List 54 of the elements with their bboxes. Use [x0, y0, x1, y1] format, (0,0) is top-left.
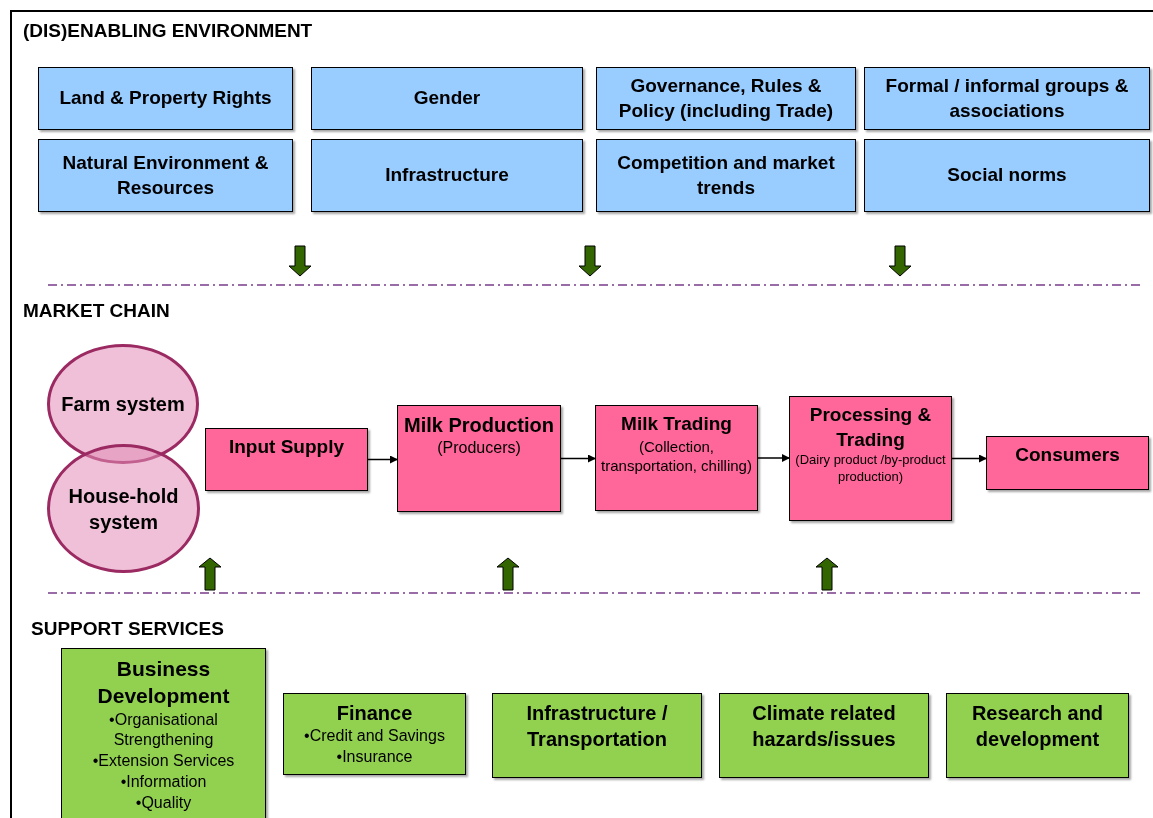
node-title: Finance — [336, 701, 413, 726]
node-text: •Organisational Strengthening — [108, 709, 219, 751]
node-title: House-hold system — [67, 483, 180, 535]
factor-box — [311, 67, 583, 130]
node-title: Governance, Rules & Policy (including Trade) — [617, 73, 835, 123]
node-text: •Information — [120, 772, 207, 792]
node-text: •Quality — [135, 792, 192, 813]
node-text: (Dairy product /by-product production) — [794, 452, 947, 487]
node-title: Farm system — [61, 392, 185, 417]
factor-box — [38, 139, 293, 212]
node-title: Business Development — [96, 656, 231, 710]
factor-box — [596, 67, 856, 130]
service-box — [946, 693, 1129, 778]
factor-box — [38, 67, 293, 130]
arrow — [951, 454, 987, 463]
node-title: Climate related hazards/issues — [751, 701, 897, 752]
factor-box — [311, 139, 583, 212]
node-title: Social norms — [947, 163, 1067, 188]
node-title: Natural Environment & Resources — [61, 150, 270, 200]
chain-box — [595, 405, 758, 511]
node-title: Infrastructure / Transportation — [525, 701, 669, 752]
chain-box — [397, 405, 561, 512]
node-title: Processing & Trading — [808, 403, 933, 452]
arrow — [560, 454, 596, 463]
node-title: Formal / informal groups & associations — [884, 73, 1130, 123]
node-text: •Extension Services — [92, 751, 235, 772]
service-box — [283, 693, 466, 775]
node-title: Gender — [413, 86, 481, 111]
section-heading: MARKET CHAIN — [23, 300, 170, 322]
arrow — [757, 454, 790, 462]
chain-box — [205, 428, 368, 491]
node-title: Consumers — [1015, 443, 1120, 467]
factor-box — [864, 139, 1150, 212]
node-title: Infrastructure — [385, 163, 509, 188]
chain-box — [986, 436, 1149, 490]
service-box — [492, 693, 702, 778]
node-title: Competition and market trends — [616, 150, 836, 200]
service-box — [61, 648, 266, 818]
node-title: Research and development — [970, 701, 1105, 752]
node-text: •Credit and Savings — [304, 726, 445, 746]
node-text: (Collection, transportation, chilling) — [600, 436, 753, 476]
chain-box — [789, 396, 952, 521]
factor-box — [596, 139, 856, 212]
node-title: Milk Production — [404, 413, 554, 438]
node-text: (Producers) — [437, 438, 521, 458]
arrow — [367, 455, 398, 464]
node-text: •Insurance — [336, 746, 413, 767]
node-title: Land & Property Rights — [59, 86, 272, 111]
node-title: Milk Trading — [621, 412, 732, 436]
section-heading: (DIS)ENABLING ENVIRONMENT — [23, 20, 313, 42]
section-heading: SUPPORT SERVICES — [31, 618, 224, 640]
factor-box — [864, 67, 1150, 130]
node-title: Input Supply — [228, 435, 344, 459]
service-box — [719, 693, 929, 778]
